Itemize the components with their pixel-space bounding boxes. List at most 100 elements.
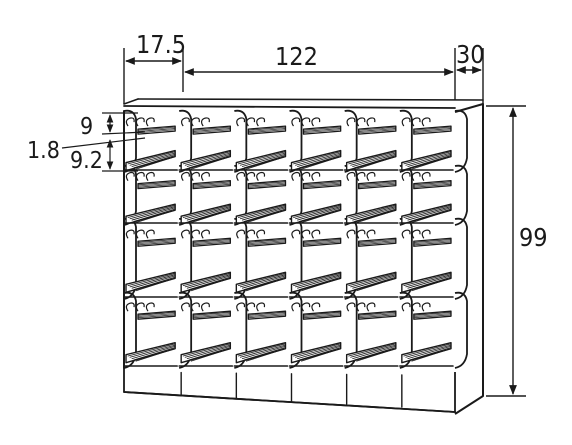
cabinet-top-left-edge bbox=[123, 98, 139, 105]
hook-r0-c0-1 bbox=[135, 117, 145, 127]
lower-shelf-slat-r0-c0-3 bbox=[131, 153, 176, 167]
lower-shelf-slat-r1-c2-4 bbox=[243, 208, 286, 222]
hook-r1-c0-2 bbox=[145, 171, 155, 181]
partition-c6-r1 bbox=[454, 164, 468, 226]
upper-shelf-slat-r3-c2-3 bbox=[247, 314, 286, 319]
upper-shelf-slat-r2-c4-2 bbox=[358, 240, 397, 245]
hook-r3-c5-1 bbox=[411, 302, 421, 312]
lower-shelf-slat-r3-c0-1 bbox=[127, 343, 176, 357]
lower-shelf-slat-r0-c1-2 bbox=[184, 152, 231, 166]
hook-r1-c4-1 bbox=[356, 171, 366, 181]
lower-shelf-slat-r1-c5-2 bbox=[405, 206, 452, 220]
hook-r1-c4-2 bbox=[366, 171, 376, 181]
upper-shelf-slat-r0-c3-2 bbox=[303, 128, 342, 132]
hook-r3-c3-1 bbox=[301, 302, 311, 312]
lower-shelf-slat-r3-c5-2 bbox=[405, 344, 452, 358]
lower-shelf-slat-r0-c4-2 bbox=[350, 152, 397, 166]
lower-shelf-slat-r3-c0-4 bbox=[133, 347, 176, 361]
upper-shelf-slat-r1-c5-1 bbox=[413, 181, 452, 186]
lower-shelf-slat-r0-c2-2 bbox=[239, 152, 286, 166]
lower-shelf-slat-r2-c2-5 bbox=[245, 277, 286, 292]
lower-shelf-slat-r0-c3-4 bbox=[299, 154, 342, 169]
upper-shelf-slat-r2-c1-1 bbox=[192, 239, 231, 243]
upper-shelf-slat-r1-c0-1 bbox=[137, 181, 176, 186]
lower-shelf-slat-r1-c2-3 bbox=[241, 207, 286, 221]
hook-r2-c0-1 bbox=[135, 229, 145, 239]
hook-r2-c3-0 bbox=[291, 229, 301, 239]
upper-shelf-slat-r0-c2-3 bbox=[247, 129, 286, 134]
upper-shelf-slat-r1-c1-2 bbox=[192, 182, 231, 187]
upper-shelf-slat-r3-c5-1 bbox=[413, 312, 452, 316]
hook-r1-c5-2 bbox=[421, 171, 431, 181]
lower-shelf-slat-r1-c5-5 bbox=[411, 209, 452, 224]
lower-shelf-slat-r2-c4-4 bbox=[354, 276, 397, 290]
lower-shelf-slat-r3-c3-5 bbox=[301, 348, 342, 362]
lower-shelf-slat-r2-c3-1 bbox=[293, 273, 342, 286]
hook-r0-c1-1 bbox=[190, 117, 200, 127]
lower-shelf-slat-r0-c3-5 bbox=[301, 156, 342, 170]
lower-shelf-slat-r2-c2-2 bbox=[239, 274, 286, 288]
upper-shelf-slat-r2-c0-3 bbox=[137, 241, 176, 246]
lower-shelf-slat-r3-c3-3 bbox=[297, 345, 342, 359]
lower-shelf-slat-r0-c1-5 bbox=[190, 156, 231, 170]
upper-shelf-slat-r1-c1-3 bbox=[192, 183, 231, 188]
lower-shelf-slat-r3-c1-2 bbox=[184, 344, 231, 358]
lower-shelf-slat-r1-c0-5 bbox=[135, 209, 176, 224]
label-shelf-gap-upper: 9 bbox=[80, 114, 93, 140]
hook-r0-c4-1 bbox=[356, 117, 366, 127]
lower-shelf-slat-r0-c1-3 bbox=[186, 153, 231, 167]
lower-shelf-slat-r0-c5-1 bbox=[403, 151, 452, 165]
upper-shelf-slat-r3-c4-1 bbox=[358, 312, 397, 316]
lower-shelf-slat-r2-c1-5 bbox=[190, 277, 231, 292]
lower-shelf-slat-r2-c1-3 bbox=[186, 275, 231, 289]
hook-r2-c3-2 bbox=[311, 229, 321, 239]
upper-shelf-slat-r1-c3-2 bbox=[303, 182, 342, 187]
lower-shelf-slat-r2-c4-3 bbox=[352, 275, 397, 289]
lower-shelf-slat-r0-c2-1 bbox=[237, 151, 286, 165]
lower-shelf-slat-r3-c1-4 bbox=[188, 347, 231, 361]
hook-r2-c2-2 bbox=[256, 229, 266, 239]
hook-r0-c1-0 bbox=[180, 117, 190, 127]
hook-r0-c2-2 bbox=[256, 117, 266, 127]
lower-shelf-slat-r1-c5-1 bbox=[403, 204, 452, 218]
lower-shelf-slat-r0-c5-2 bbox=[405, 152, 452, 166]
lower-shelf-slat-r0-c5-5 bbox=[411, 156, 452, 170]
upper-shelf-slat-r2-c4-3 bbox=[358, 241, 397, 246]
lower-shelf-slat-r0-c0-1 bbox=[127, 151, 176, 165]
hook-r3-c1-0 bbox=[180, 302, 190, 312]
label-height: 99 bbox=[519, 223, 548, 252]
hook-r2-c4-2 bbox=[366, 229, 376, 239]
hook-r0-c0-0 bbox=[125, 117, 135, 127]
upper-shelf-slat-r3-c5-3 bbox=[413, 314, 452, 319]
upper-shelf-slat-r0-c2-2 bbox=[247, 128, 286, 132]
lower-shelf-slat-r3-c4-3 bbox=[352, 345, 397, 359]
lower-shelf-slat-r0-c2-5 bbox=[245, 156, 286, 170]
hook-r1-c3-2 bbox=[311, 171, 321, 181]
label-cell-width: 17.5 bbox=[136, 30, 186, 59]
upper-shelf-slat-r3-c2-1 bbox=[247, 312, 286, 316]
lower-shelf-slat-r3-c0-5 bbox=[135, 348, 176, 362]
hook-r3-c1-1 bbox=[190, 302, 200, 312]
upper-shelf-slat-r1-c3-1 bbox=[303, 181, 342, 186]
lower-shelf-slat-r2-c2-3 bbox=[241, 275, 286, 289]
hook-r2-c0-2 bbox=[145, 229, 155, 239]
lower-shelf-slat-r2-c2-1 bbox=[237, 273, 286, 286]
lower-shelf-slat-r3-c2-5 bbox=[245, 348, 286, 362]
cabinet-bottom-edge bbox=[123, 391, 456, 413]
lower-shelf-slat-r0-c2-4 bbox=[243, 154, 286, 169]
lower-shelf-slat-r1-c3-4 bbox=[299, 208, 342, 222]
lower-shelf-slat-r0-c4-1 bbox=[348, 151, 397, 165]
hook-r3-c3-0 bbox=[291, 302, 301, 312]
lower-shelf-slat-r1-c4-2 bbox=[350, 206, 397, 220]
lower-shelf-slat-r2-c0-3 bbox=[131, 275, 176, 289]
lower-shelf-slat-r3-c1-3 bbox=[186, 345, 231, 359]
hook-r2-c3-1 bbox=[301, 229, 311, 239]
lower-shelf-slat-r1-c4-1 bbox=[348, 204, 397, 218]
lower-shelf-slat-r0-c1-4 bbox=[188, 154, 231, 169]
upper-shelf-slat-r0-c1-1 bbox=[192, 126, 231, 131]
upper-shelf-slat-r2-c3-2 bbox=[303, 240, 342, 245]
upper-shelf-slat-r0-c5-1 bbox=[413, 126, 452, 131]
lower-shelf-slat-r0-c2-3 bbox=[241, 153, 286, 167]
